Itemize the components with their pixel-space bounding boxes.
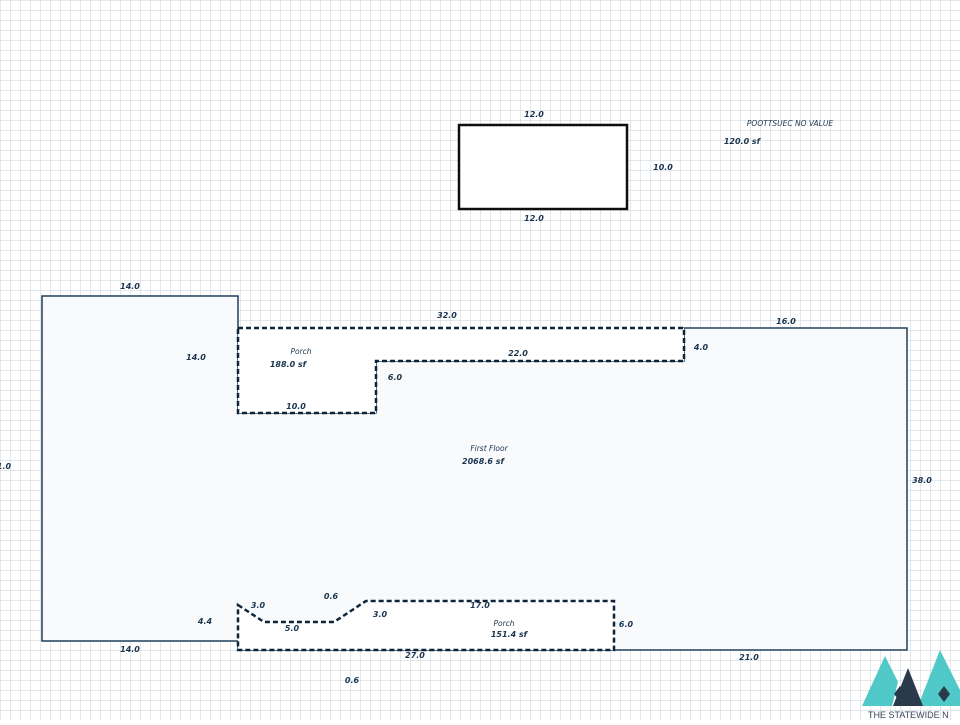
logo-diamond-right (938, 686, 950, 702)
first-floor-dim-left-outer: 1.0 (0, 462, 12, 471)
porch-bottom-outline (236, 599, 616, 652)
shed-dim-top: 12.0 (524, 110, 544, 119)
first-floor-dim-left-top: 14.0 (120, 282, 140, 291)
porch-bottom-dim-top: 17.0 (470, 601, 490, 610)
porch-top-area: 188.0 sf (270, 360, 308, 369)
porch-bottom-dim-bottom: 27.0 (405, 651, 425, 660)
shed-area: 120.0 sf (724, 137, 762, 146)
first-floor-area: 2068.6 sf (462, 457, 505, 466)
porch-bottom-dim-left: 4.4 (197, 617, 213, 626)
porch-bottom-dim-right: 6.0 (619, 620, 634, 629)
brokerage-logo: THE STATEWIDE N (862, 650, 960, 720)
first-floor-dim-top-right: 16.0 (776, 317, 796, 326)
first-floor-dim-left-bottom: 14.0 (120, 645, 140, 654)
first-floor-label: First Floor (470, 444, 508, 453)
watermark-text: THE STATEWIDE N (868, 710, 949, 720)
porch-top-dim-step: 6.0 (388, 373, 403, 382)
porch-bottom-area: 151.4 sf (491, 630, 529, 639)
shed-dim-right: 10.0 (653, 163, 673, 172)
porch-bottom-dim-diag1: 3.0 (251, 601, 266, 610)
porch-bottom-dim-below: 0.6 (345, 676, 360, 685)
first-floor-dim-bottom-right: 21.0 (739, 653, 759, 662)
porch-bottom-dim-diag2: 3.0 (373, 610, 388, 619)
porch-bottom-dim-flat: 5.0 (285, 624, 300, 633)
porch-top-outline (236, 326, 686, 415)
first-floor-dim-left-side: 14.0 (186, 353, 206, 362)
first-floor-dim-right: 38.0 (912, 476, 932, 485)
logo-peak-right (918, 650, 960, 706)
shed-outline (457, 123, 629, 211)
shed-dim-bottom: 12.0 (524, 214, 544, 223)
logo-peak-left (862, 656, 898, 706)
porch-bottom-dim-diag2-top: 0.6 (324, 592, 339, 601)
porch-top-label: Porch (290, 347, 311, 356)
porch-top-dim-top: 32.0 (437, 311, 457, 320)
porch-bottom-label: Porch (493, 619, 514, 628)
porch-top-dim-right: 4.0 (693, 343, 709, 352)
shed-label: POOTTSUEC NO VALUE (747, 119, 833, 128)
porch-top-dim-bottom: 10.0 (286, 402, 306, 411)
porch-top-dim-inner: 22.0 (508, 349, 528, 358)
logo-diamond-left (894, 686, 906, 702)
